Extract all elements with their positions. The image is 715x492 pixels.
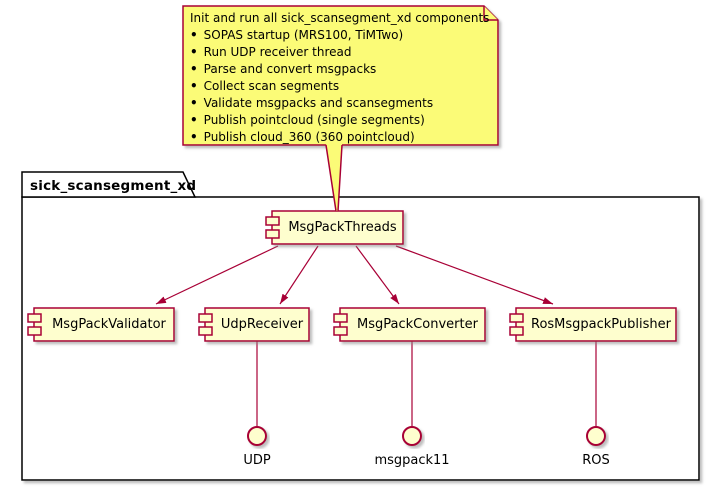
component-icon <box>27 313 42 323</box>
component-icon <box>333 326 348 336</box>
arrow-threads-to-validator <box>155 245 279 305</box>
component-icon <box>265 229 280 239</box>
component-label-udpreceiver: UdpReceiver <box>220 317 304 332</box>
note-title: Init and run all sick_scansegment_xd com… <box>190 11 490 25</box>
component-icon <box>333 313 348 323</box>
arrow-threads-to-publisher <box>395 245 554 305</box>
arrow-threads-to-converter <box>355 245 400 305</box>
note-bullet-list: SOPAS startup (MRS100, TiMTwo) Run UDP r… <box>190 27 492 146</box>
component-icon <box>509 326 524 336</box>
note-tail <box>326 143 342 211</box>
note-bullet: Collect scan segments <box>190 78 492 95</box>
interface-circle-msgpack11 <box>402 426 422 446</box>
component-icon <box>27 326 42 336</box>
note-bullet: Run UDP receiver thread <box>190 44 492 61</box>
package-tab <box>21 171 197 198</box>
note-fold-corner <box>483 6 498 21</box>
component-label-msgpackconverter: MsgPackConverter <box>357 317 478 332</box>
note-tail-border <box>325 144 343 212</box>
interface-circle-udp <box>247 426 267 446</box>
component-msgpackthreads-shape <box>265 210 404 245</box>
note: Init and run all sick_scansegment_xd com… <box>190 10 492 146</box>
note-bullet: SOPAS startup (MRS100, TiMTwo) <box>190 27 492 44</box>
interface-circle-ros <box>586 426 606 446</box>
component-icon <box>265 216 280 226</box>
arrow-threads-to-udpreceiver <box>279 245 319 305</box>
component-icon <box>509 313 524 323</box>
note-bullet: Publish cloud_360 (360 pointcloud) <box>190 129 492 146</box>
note-bullet: Publish pointcloud (single segments) <box>190 112 492 129</box>
component-msgpackconverter-shape <box>333 307 486 342</box>
component-rosmsgpackpublisher-shape <box>509 307 677 342</box>
interface-label-udp: UDP <box>243 453 271 468</box>
component-icon <box>198 326 213 336</box>
note-bullet: Parse and convert msgpacks <box>190 61 492 78</box>
component-icon <box>198 313 213 323</box>
component-msgpackvalidator-shape <box>27 307 175 342</box>
package-title: sick_scansegment_xd <box>30 178 197 194</box>
interface-label-msgpack11: msgpack11 <box>374 453 450 468</box>
component-label-msgpackvalidator: MsgPackValidator <box>52 317 166 332</box>
component-udpreceiver-shape <box>198 307 310 342</box>
component-label-rosmsgpackpublisher: RosMsgpackPublisher <box>531 317 671 332</box>
interface-label-ros: ROS <box>582 453 610 468</box>
note-bullet: Validate msgpacks and scansegments <box>190 95 492 112</box>
component-label-msgpackthreads: MsgPackThreads <box>288 220 397 235</box>
